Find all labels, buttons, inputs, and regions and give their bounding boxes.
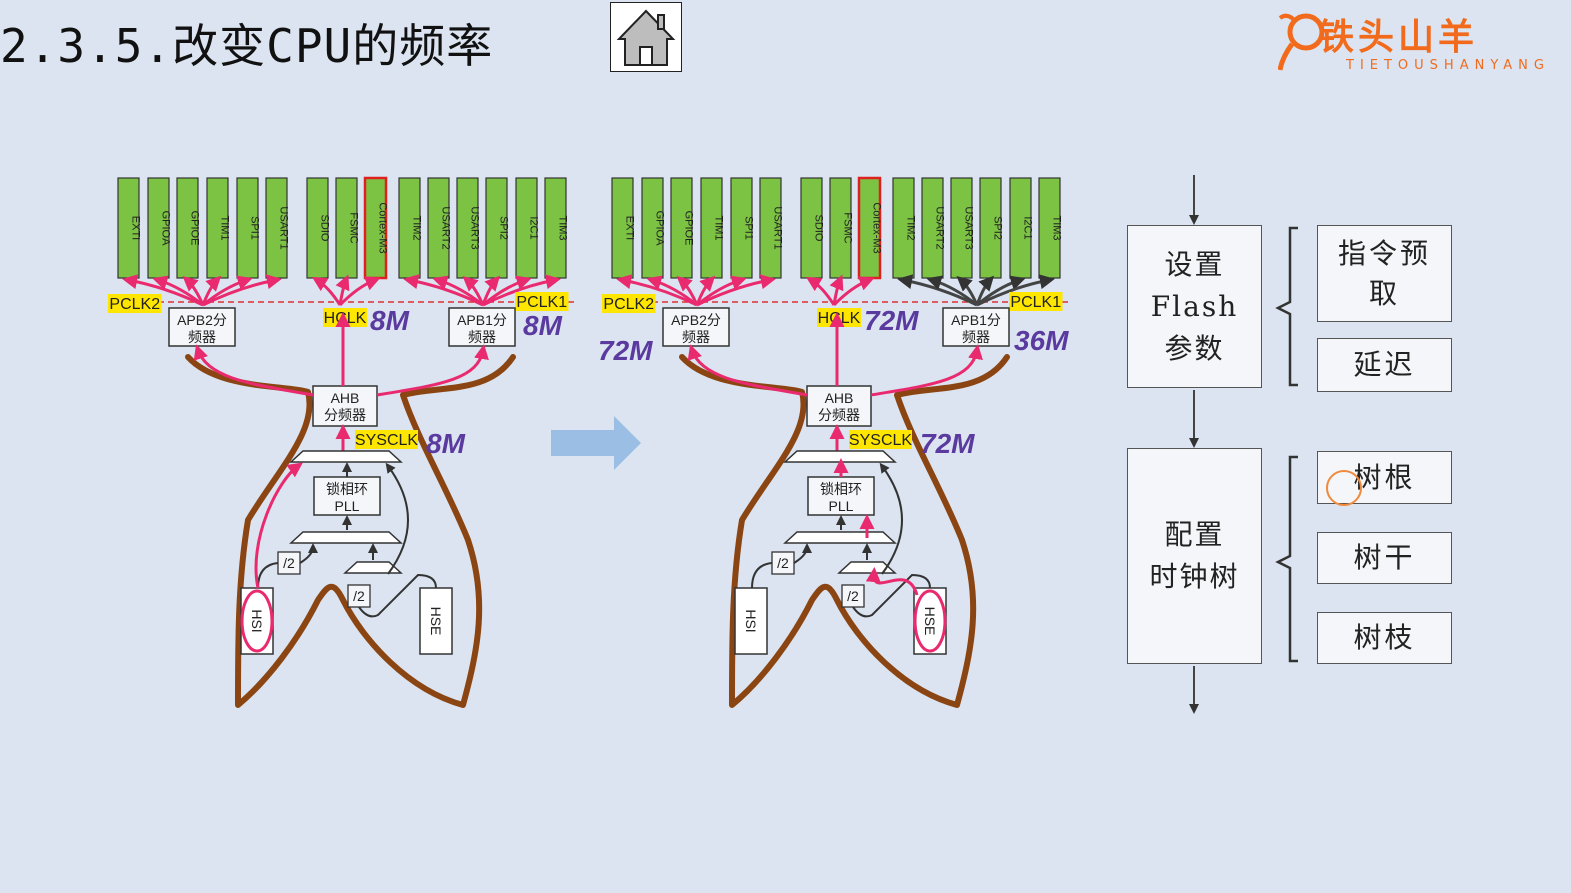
pclk2-label: PCLK2 — [109, 296, 160, 313]
pclk1-label: PCLK1 — [516, 294, 567, 311]
apb1-prescaler-text: 频器 — [468, 329, 496, 345]
peripheral-label: I2C1 — [1022, 216, 1034, 239]
step-config-line1: 配置 — [1164, 518, 1224, 551]
pll-block-text: PLL — [829, 498, 854, 514]
item-tree-branch: 树枝 — [1317, 612, 1452, 664]
peripheral-label: USART3 — [963, 206, 975, 249]
step-config-clock-tree: 配置时钟树 — [1127, 448, 1262, 664]
mouse-cursor-indicator — [1326, 470, 1362, 506]
peripheral-label: Cortex-M3 — [377, 202, 389, 253]
panel-before: EXTI GPIOA GPIOE TIM1 SPI1 USART1 SDIO FSMC Cort… — [108, 178, 578, 705]
bracket-clock-tree — [1278, 457, 1298, 661]
peripheral-label: TIM2 — [411, 215, 423, 240]
step-config-line2: 时钟树 — [1149, 560, 1239, 593]
apb2-frequency: 72M — [598, 335, 653, 366]
hclk-frequency: 72M — [864, 305, 919, 336]
peripheral-label: SPI2 — [498, 216, 510, 240]
peripheral-label: FSMC — [842, 212, 854, 243]
apb2-prescaler-text: APB2分 — [671, 312, 721, 328]
peripheral-label: USART2 — [934, 206, 946, 249]
ahb-prescaler-text: AHB — [825, 390, 854, 406]
peripheral-label: SDIO — [319, 215, 331, 242]
peripheral-label: TIM2 — [905, 215, 917, 240]
peripheral-label: Cortex-M3 — [871, 202, 883, 253]
sysclk-mux — [291, 451, 401, 462]
hse-oscillator-text: HSE — [922, 607, 938, 636]
sysclk-label: SYSCLK — [849, 432, 912, 449]
pclk1-label: PCLK1 — [1010, 294, 1061, 311]
hsi-div2-text: /2 — [777, 555, 789, 571]
apb2-prescaler-text: APB2分 — [177, 312, 227, 328]
pll-mux — [291, 532, 401, 543]
ahb-prescaler-text: 分频器 — [324, 407, 366, 423]
hse-to-sysmux — [388, 466, 408, 574]
hse-oscillator-text: HSE — [428, 607, 444, 636]
pll-block-text: 锁相环 — [820, 481, 862, 497]
hclk-label: HCLK — [818, 310, 861, 327]
hsi-to-div2 — [258, 563, 278, 588]
apb1-frequency: 36M — [1014, 325, 1069, 356]
peripheral-label: TIM3 — [1051, 215, 1063, 240]
peripheral-label: USART3 — [469, 206, 481, 249]
step-set-flash: 设置 Flash 参数 — [1127, 225, 1262, 388]
panel-after: EXTI GPIOA GPIOE TIM1 SPI1 USART1 SDIO FSMC Cort… — [598, 178, 1072, 705]
hse-to-sysmux — [882, 466, 902, 574]
hsi-div2-text: /2 — [283, 555, 295, 571]
peripheral-label: GPIOE — [189, 211, 201, 246]
sysclk-mux — [785, 451, 895, 462]
peripheral-label: TIM1 — [713, 215, 725, 240]
peripheral-label: TIM1 — [219, 215, 231, 240]
apb1-prescaler-text: 频器 — [962, 329, 990, 345]
ahb-prescaler-text: 分频器 — [818, 407, 860, 423]
step-set-flash-line1: 设置 — [1164, 248, 1224, 281]
hsidiv-to-pllmux — [794, 547, 807, 563]
peripheral-label: FSMC — [348, 212, 360, 243]
sysclk-frequency: 72M — [920, 428, 975, 459]
bracket-flash — [1278, 228, 1298, 385]
hclk-frequency: 8M — [370, 305, 410, 336]
peripheral-label: GPIOE — [683, 211, 695, 246]
peripheral-label: EXTI — [624, 216, 636, 240]
peripheral-label: SPI2 — [992, 216, 1004, 240]
step-set-flash-line3: 参数 — [1164, 332, 1224, 365]
pll-block-text: PLL — [335, 498, 360, 514]
hsi-to-div2 — [752, 563, 772, 588]
peripheral-label: GPIOA — [160, 211, 172, 247]
apb1-prescaler-text: APB1分 — [951, 312, 1001, 328]
hse-div2-text: /2 — [353, 588, 365, 604]
apb2-prescaler-text: 频器 — [188, 329, 216, 345]
hclk-label: HCLK — [324, 310, 367, 327]
transition-arrow — [551, 416, 641, 470]
hsi-oscillator-text: HSI — [743, 609, 759, 632]
sysclk-frequency: 8M — [426, 428, 466, 459]
apb1-frequency: 8M — [523, 310, 563, 341]
step-set-flash-line2: Flash — [1151, 290, 1238, 323]
peripheral-label: GPIOA — [654, 211, 666, 247]
peripheral-label: USART1 — [278, 206, 290, 249]
peripheral-label: USART1 — [772, 206, 784, 249]
peripheral-label: USART2 — [440, 206, 452, 249]
item-tree-trunk: 树干 — [1317, 532, 1452, 584]
peripheral-label: EXTI — [130, 216, 142, 240]
hsidiv-to-pllmux — [300, 547, 313, 563]
peripheral-label: SPI1 — [743, 216, 755, 240]
sysclk-label: SYSCLK — [355, 432, 418, 449]
apb2-prescaler-text: 频器 — [682, 329, 710, 345]
pclk2-label: PCLK2 — [603, 296, 654, 313]
item-latency: 延迟 — [1317, 338, 1452, 392]
peripheral-label: TIM3 — [557, 215, 569, 240]
peripheral-label: SDIO — [813, 215, 825, 242]
item-prefetch: 指令预取 — [1317, 225, 1452, 322]
peripheral-label: I2C1 — [528, 216, 540, 239]
apb1-prescaler-text: APB1分 — [457, 312, 507, 328]
pll-mux — [785, 532, 895, 543]
peripheral-label: SPI1 — [249, 216, 261, 240]
hse-div2-text: /2 — [847, 588, 859, 604]
pll-block-text: 锁相环 — [326, 481, 368, 497]
hsi-oscillator-text: HSI — [249, 609, 265, 632]
ahb-prescaler-text: AHB — [331, 390, 360, 406]
